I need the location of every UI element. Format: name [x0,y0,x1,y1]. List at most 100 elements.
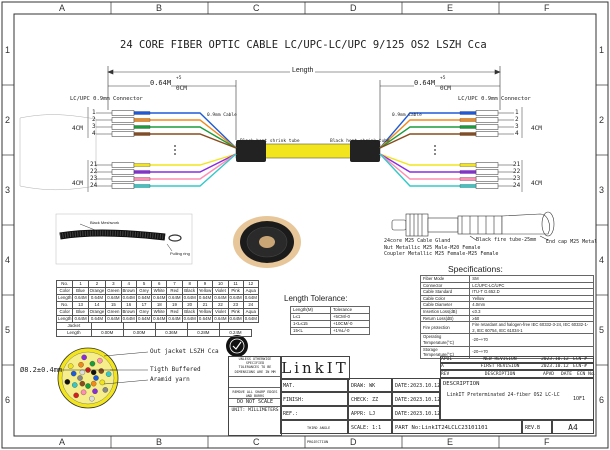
meshwork-photo [55,213,193,265]
cross-section-fiber [78,361,84,368]
aramid-label: Aramid yarn [150,376,190,383]
frame-col-D-bottom: D [350,437,357,447]
frame-row-2-left: 2 [5,115,11,125]
table-cell: 22 [212,301,229,309]
sheet-field: 1OF1 [572,396,586,402]
cross-section-fiber [85,383,91,389]
cable-09-left: 0.9mm Cable [207,113,237,118]
quality-badge [226,335,248,357]
length-label: Length [290,67,316,74]
table-cell: LC/UPC-LC/UPC [469,281,594,290]
lc-connector [111,117,135,123]
table-cell: Fire protection [419,321,471,335]
cross-section-fiber [89,395,95,402]
table-cell: Red [166,287,183,295]
frame-row-1-left: 1 [5,45,11,55]
frame-col-B-bottom: B [156,437,163,447]
check-field: CHECK: ZZ [348,392,392,406]
lc-connector [475,169,499,175]
table-cell [90,322,124,330]
table-cell: 1<L≤15 [290,320,331,328]
continuation-dot [434,145,436,147]
table-cell: 3 [105,280,122,288]
rev-value: B [537,425,541,431]
table-cell: 0.64M [72,294,89,302]
table-cell: Orange [87,308,107,316]
projection-field: THIRD ANGLE PROJECTION [280,420,348,444]
table-cell: 0.64M [87,294,107,302]
table-cell: Grey [135,287,153,295]
revision-cell: FIRST REVISION [480,364,520,369]
table-cell: Color [55,287,74,295]
table-cell: Cable Standard [419,288,471,296]
frame-col-A-top: A [59,3,66,13]
table-cell: 1 [72,280,89,288]
table-cell: Pink [227,308,244,316]
fiber-line [379,112,460,149]
fiber-num-right: 21 [513,161,521,168]
table-cell: 0.64M [135,294,153,302]
lc-connector [111,110,135,116]
table-cell: ≥50 [469,314,594,323]
table-cell: Black [181,287,198,295]
cross-section-fiber [64,379,71,385]
sheet-size-field: A4 [552,420,594,434]
note-tolerances: TOLERANCES TO BE [238,365,272,370]
cross-section-diameter: Ø8.2±0.4mm [20,366,63,374]
fiber-line [150,153,237,173]
table-cell: Length(M) [290,306,331,314]
cross-section-fiber [90,380,97,387]
table-cell: Yellow [469,294,594,303]
meshwork-label: Black Meshwork [90,220,120,225]
connector-boot [459,111,477,115]
revision-cell: APO1 [441,357,453,362]
table-cell: 7 [166,280,183,288]
frame-row-5-left: 5 [5,325,11,335]
table-cell: 0.64M [166,294,183,302]
connector-boot [133,177,151,181]
lc-connector [475,183,499,189]
table-cell: Brown [120,308,137,316]
connector-boot [459,118,477,122]
note-do-not-scale: DO NOT SCALE [229,398,281,406]
frame-col-E-bottom: E [447,437,454,447]
gland-desc-line-3: Coupler Metallic M25 Female-M25 Female [384,251,499,257]
table-cell: Black [181,308,198,316]
connector-boot [459,163,477,167]
date-label-3: DATE: [395,411,411,417]
frame-row-4-right: 4 [599,255,605,265]
tolerance-row: 1<L≤15+10CM/-0 [290,320,371,328]
table-cell: ITU-T G.652.D [469,288,594,296]
tolerance-row: Length(M)Tolerance [290,306,371,314]
frame-row-2-right: 2 [599,115,605,125]
table-cell: Cable Color [419,294,471,303]
frame-row-1-right: 1 [599,45,605,55]
fiber-line [150,126,237,149]
spec-row: Operating Temperature(°C)-20~+70 [419,333,594,347]
tolerance-row: 15<L+1%L/-0 [290,327,371,335]
table-cell: Fire retardant and halogen-free IEC 6033… [469,321,594,335]
connector-boot [133,132,151,136]
table-cell: 17 [135,301,153,309]
table-cell: Aqua [242,308,259,316]
outer-jacket-label: Out jacket LSZH Cca [150,348,219,355]
table-cell: 5 [135,280,153,288]
connector-label-left: LC/UPC 0.9mm Connector [70,96,143,102]
frame-col-B-top: B [156,3,163,13]
table-cell: 11 [227,280,244,288]
table-cell: 10 [212,280,229,288]
table-cell: Violet [212,287,229,295]
fiber-line [150,112,237,149]
connector-boot [459,125,477,129]
table-cell: Pink [227,287,244,295]
title-block-notes: UNLESS OTHERWISE SPECIFIED TOLERANCES TO… [228,356,282,436]
table-cell: White [151,287,168,295]
table-cell [186,322,220,330]
